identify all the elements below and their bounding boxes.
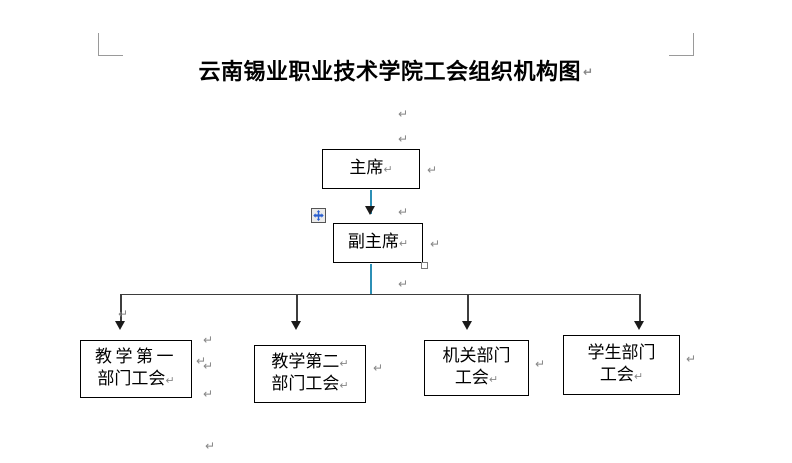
connector-arrowhead [462, 321, 472, 330]
pilcrow-mark: ↵ [398, 107, 409, 121]
page-margin-marker-top-right [669, 33, 694, 56]
org-node-dept2-line2: 部门工会↵ [271, 374, 349, 394]
org-node-vicechair-line1: 副主席↵ [347, 232, 409, 253]
pilcrow-mark: ↵ [686, 352, 697, 366]
connector-drop-dept1[interactable] [120, 294, 122, 323]
title-pilcrow: ↵ [582, 65, 594, 79]
org-node-dept4-line1: 学生部门 [587, 343, 656, 364]
pilcrow-mark: ↵ [398, 132, 409, 146]
page-margin-marker-top-left [98, 33, 123, 56]
connector-drop-dept2[interactable] [296, 294, 298, 323]
org-node-dept3[interactable]: 机关部门 工会↵ [424, 340, 529, 396]
pilcrow-mark: ↵ [535, 357, 546, 371]
inline-pilcrow: ↵ [398, 237, 409, 251]
inline-pilcrow: ↵ [383, 163, 393, 177]
pilcrow-mark: ↵ [203, 333, 214, 347]
org-node-dept3-line2: 工会↵ [454, 368, 499, 388]
org-node-chairman[interactable]: 主席↵ [322, 149, 420, 189]
shape-resize-handle[interactable] [421, 262, 428, 269]
org-node-dept4-line2: 工会↵ [599, 365, 644, 385]
connector-vicechair-stem[interactable] [370, 264, 372, 295]
connector-horizontal-bus[interactable] [120, 294, 641, 296]
pilcrow-mark: ↵ [118, 307, 129, 321]
inline-pilcrow: ↵ [339, 357, 349, 371]
org-node-dept2[interactable]: 教学第二↵ 部门工会↵ [254, 345, 366, 403]
connector-drop-dept3[interactable] [467, 294, 469, 323]
move-cross-icon [313, 210, 324, 221]
page-title: 云南锡业职业技术学院工会组织机构图↵ [0, 54, 792, 86]
org-node-dept4[interactable]: 学生部门 工会↵ [563, 335, 680, 395]
org-node-chairman-line1: 主席↵ [349, 158, 393, 179]
pilcrow-mark: ↵ [398, 277, 409, 291]
pilcrow-mark: ↵ [196, 354, 207, 368]
inline-pilcrow: ↵ [165, 374, 175, 387]
pilcrow-mark: ↵ [427, 163, 438, 177]
pilcrow-mark: ↵ [203, 359, 214, 373]
connector-drop-dept4[interactable] [639, 294, 641, 323]
pilcrow-mark: ↵ [398, 205, 409, 219]
connector-arrowhead [115, 321, 125, 330]
shape-move-handle[interactable] [311, 208, 326, 223]
inline-pilcrow: ↵ [633, 370, 644, 383]
connector-arrowhead [365, 206, 375, 215]
org-node-dept1[interactable]: 教学第一 部门工会↵ [80, 340, 192, 398]
org-node-dept3-line1: 机关部门 [442, 346, 511, 367]
page-title-text: 云南锡业职业技术学院工会组织机构图 [198, 59, 581, 85]
org-node-vicechair[interactable]: 副主席↵ [333, 223, 423, 263]
org-node-dept1-line2: 部门工会↵ [97, 369, 175, 389]
org-node-dept2-line1: 教学第二↵ [271, 352, 349, 373]
pilcrow-mark: ↵ [205, 439, 216, 453]
pilcrow-mark: ↵ [430, 237, 441, 251]
inline-pilcrow: ↵ [339, 379, 349, 392]
connector-chairman-to-vicechair[interactable] [370, 190, 372, 214]
inline-pilcrow: ↵ [488, 373, 499, 386]
pilcrow-mark: ↵ [373, 361, 384, 375]
connector-arrowhead [634, 321, 644, 330]
pilcrow-mark: ↵ [203, 387, 214, 401]
connector-arrowhead [291, 321, 301, 330]
org-node-dept1-line1: 教学第一 [95, 347, 177, 368]
